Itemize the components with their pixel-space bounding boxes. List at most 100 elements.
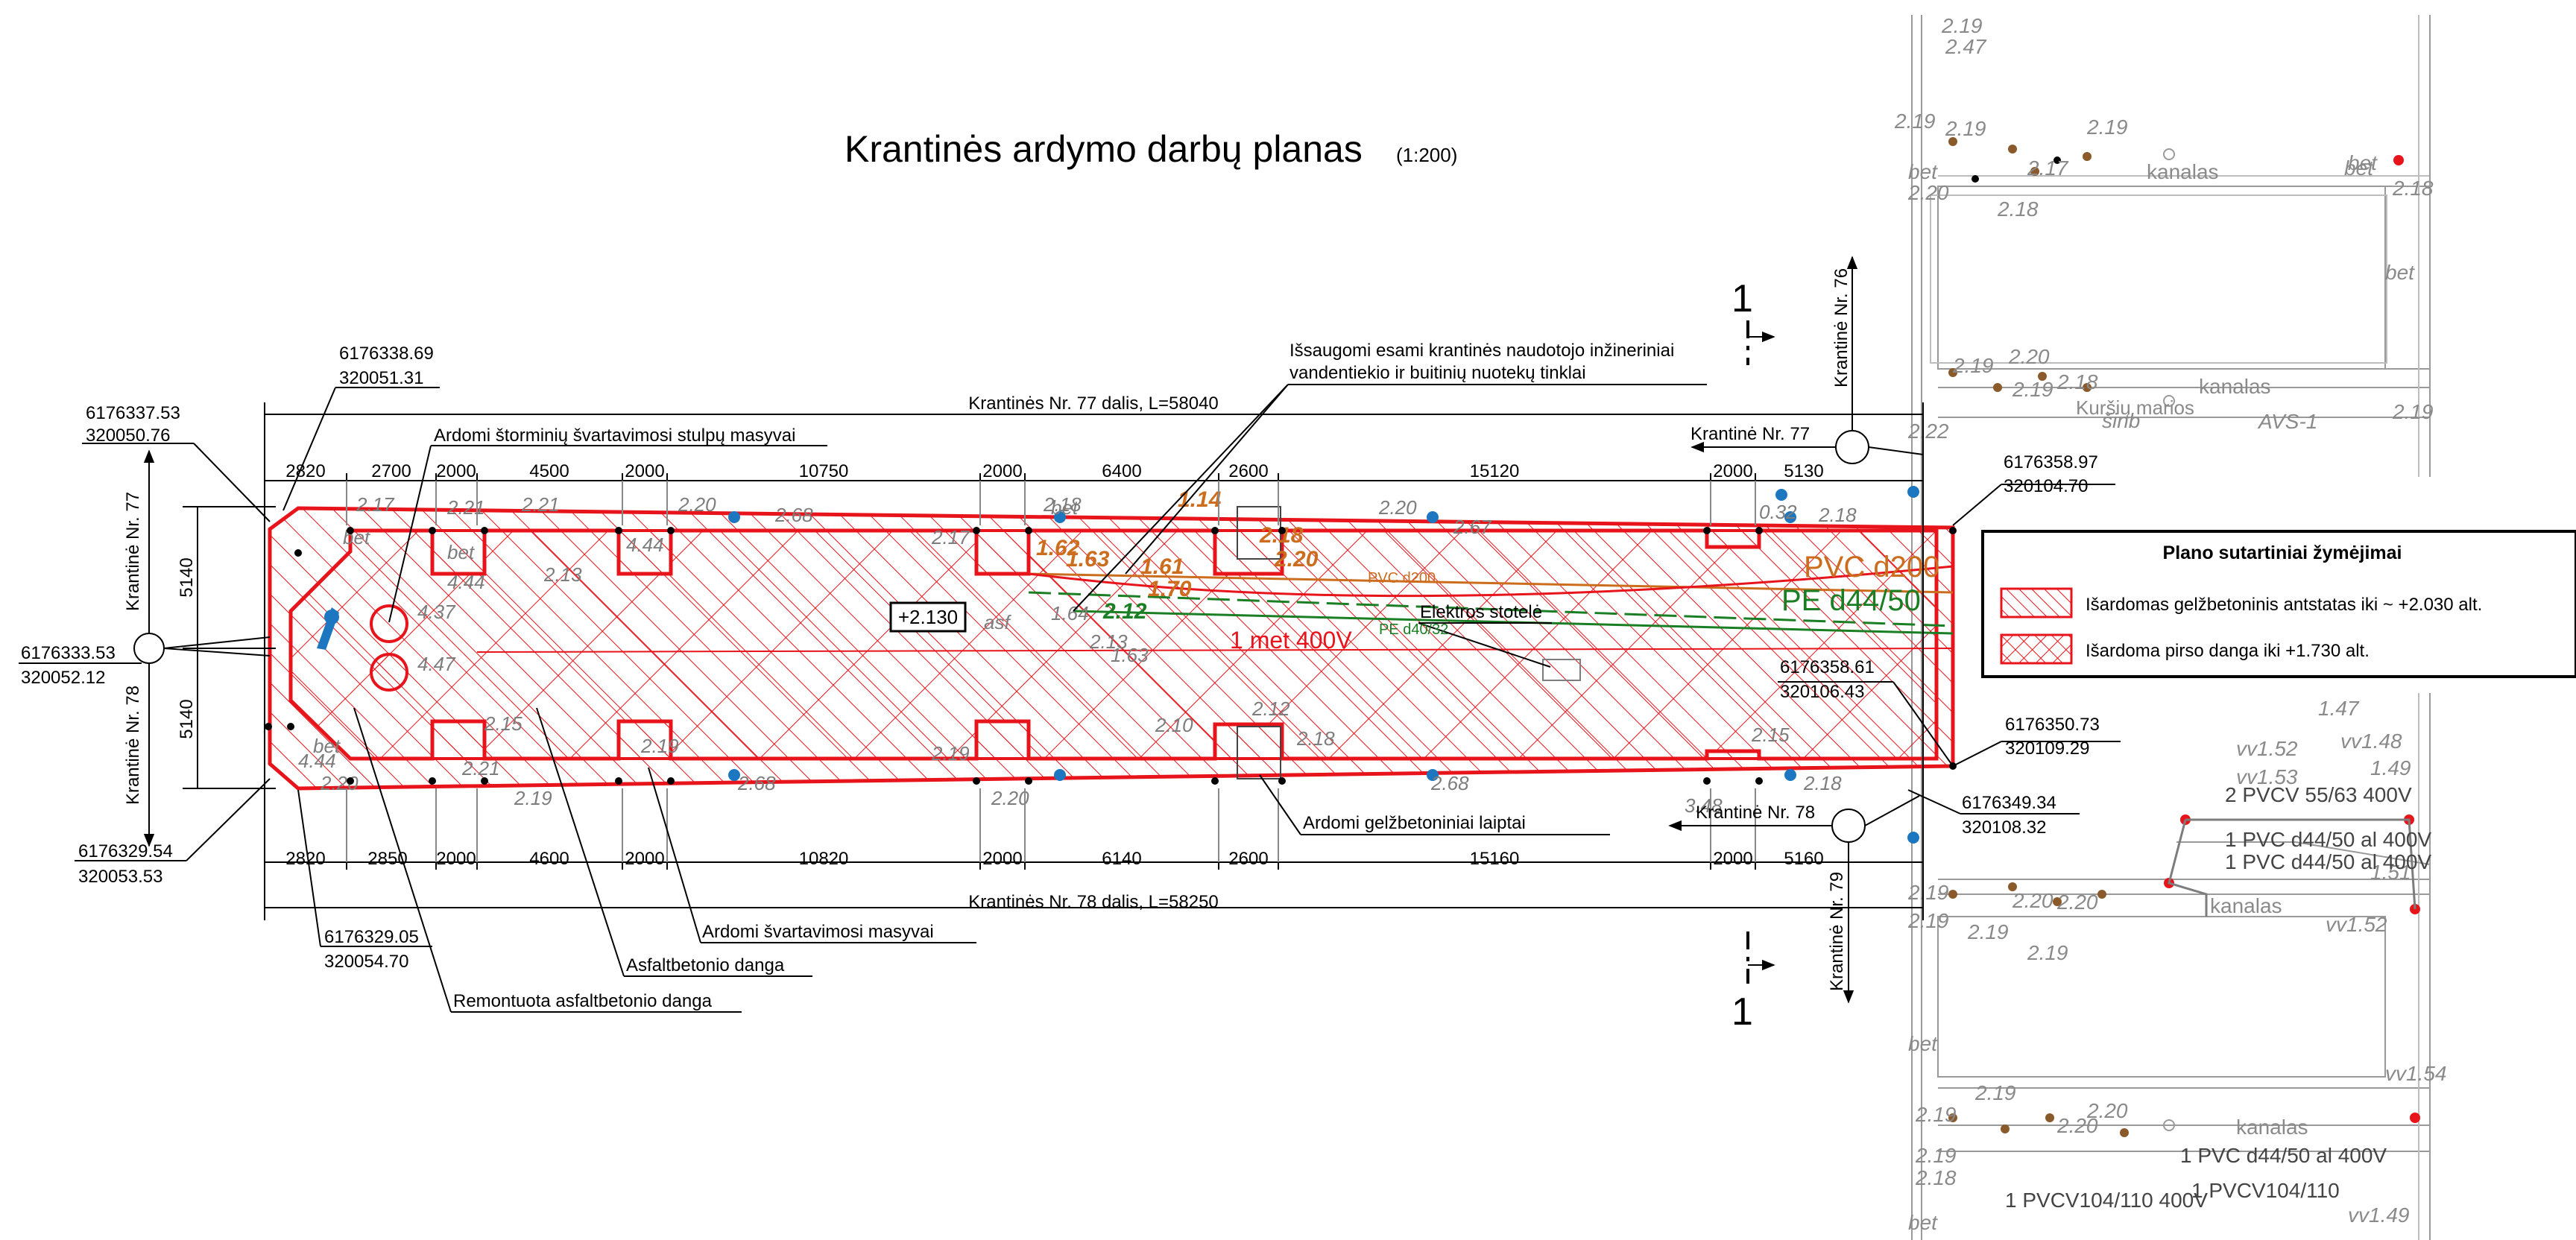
svg-text:1.64: 1.64 bbox=[1051, 602, 1089, 624]
svg-text:2.19: 2.19 bbox=[2027, 941, 2068, 964]
map-cable-lines bbox=[2168, 818, 2416, 917]
dimension-ticks bbox=[346, 473, 1756, 870]
plan-scale: (1:200) bbox=[1396, 144, 1457, 166]
pvc-big-label: PVC d200 bbox=[1804, 551, 1939, 583]
coord-3-y: 320052.12 bbox=[21, 668, 105, 688]
map-dots bbox=[1775, 137, 2420, 1137]
svg-text:2.22: 2.22 bbox=[1907, 420, 1949, 443]
top-dim-9: 2600 bbox=[1228, 461, 1268, 481]
top-dim-12: 5130 bbox=[1784, 461, 1823, 481]
svg-text:2.13: 2.13 bbox=[543, 563, 582, 586]
section-mark-top bbox=[1746, 320, 1775, 365]
top-dim-8: 6400 bbox=[1102, 461, 1141, 481]
surrounding-map bbox=[1911, 15, 2431, 1240]
avs-label: AVS-1 bbox=[2257, 410, 2317, 433]
right-quay-78-arrow-label: Krantinė Nr. 78 bbox=[1696, 803, 1815, 823]
svg-text:2.19: 2.19 bbox=[640, 735, 679, 757]
svg-text:vv1.53: vv1.53 bbox=[2236, 765, 2298, 788]
coord-4-x: 6176329.54 bbox=[78, 841, 173, 861]
canal-label-1: kanalas bbox=[2147, 160, 2219, 183]
svg-text:bet: bet bbox=[2385, 261, 2415, 284]
callout-stairs: Ardomi gelžbetoniniai laiptai bbox=[1303, 813, 1526, 833]
coord-3-x: 6176333.53 bbox=[21, 643, 116, 663]
right-quay-79-label: Krantinė Nr. 79 bbox=[1827, 872, 1847, 991]
callout-asphalt: Asfaltbetonio danga bbox=[626, 955, 785, 975]
svg-text:1.62: 1.62 bbox=[1036, 536, 1080, 560]
svg-text:2.20: 2.20 bbox=[2012, 889, 2053, 912]
svg-text:asf: asf bbox=[984, 611, 1011, 633]
svg-text:4.37: 4.37 bbox=[417, 601, 456, 623]
coord-2-y: 320050.76 bbox=[86, 426, 170, 446]
svg-text:2.18: 2.18 bbox=[2392, 177, 2434, 200]
right-quay-markers bbox=[1668, 256, 1924, 1004]
callout-bollard-masses: Ardomi štorminių švartavimosi stulpų mas… bbox=[434, 426, 795, 446]
coord-9-y: 320108.32 bbox=[1962, 817, 2046, 838]
svg-text:2.15: 2.15 bbox=[484, 712, 523, 735]
svg-text:vv1.49: vv1.49 bbox=[2348, 1203, 2410, 1227]
svg-text:vv1.52: vv1.52 bbox=[2236, 737, 2298, 760]
svg-text:2.19: 2.19 bbox=[1952, 354, 1994, 377]
top-dim-5: 2000 bbox=[625, 461, 664, 481]
pvc-small-label: PVC d200 bbox=[1368, 570, 1436, 586]
svg-text:2.17: 2.17 bbox=[356, 493, 395, 516]
svg-text:2.10: 2.10 bbox=[1155, 714, 1193, 736]
callout-electro-station: Elektros stotelė bbox=[1420, 602, 1542, 622]
bottom-dim-6: 10820 bbox=[799, 849, 849, 869]
svg-text:2.18: 2.18 bbox=[1818, 504, 1857, 526]
section-number-top: 1 bbox=[1731, 277, 1753, 320]
svg-text:1.47: 1.47 bbox=[2318, 697, 2360, 720]
svg-text:bet: bet bbox=[1908, 1211, 1938, 1234]
legend-title: Plano sutartiniai žymėjimai bbox=[2163, 542, 2402, 563]
coord-7-y: 320106.43 bbox=[1780, 682, 1864, 702]
bottom-dim-7: 2000 bbox=[982, 849, 1022, 869]
legend-item-1-label: Išardomas gelžbetoninis antstatas iki ~ … bbox=[2086, 595, 2482, 615]
map-text: 2.19 2.47 2.19 2.19 2.19 bet 2.17 2.18 2… bbox=[1894, 14, 2447, 1234]
svg-text:vv1.48: vv1.48 bbox=[2340, 730, 2402, 753]
cable-label-pvc-3: 1 PVC d44/50 al 400V bbox=[2180, 1144, 2387, 1167]
svg-text:2.20: 2.20 bbox=[991, 787, 1029, 809]
top-dim-1: 2820 bbox=[285, 461, 325, 481]
svg-text:2.18: 2.18 bbox=[2056, 370, 2098, 393]
canal-label-3: kanalas bbox=[2210, 894, 2282, 917]
svg-text:1.63: 1.63 bbox=[1066, 547, 1110, 572]
svg-text:2.20: 2.20 bbox=[1274, 547, 1319, 572]
coord-9-x: 6176349.34 bbox=[1962, 793, 2056, 813]
canal-label-4: kanalas bbox=[2236, 1116, 2308, 1139]
legend-swatch-pier-pavement bbox=[2000, 633, 2073, 665]
svg-text:4.44: 4.44 bbox=[447, 571, 485, 593]
svg-text:2.19: 2.19 bbox=[1967, 920, 2009, 943]
side-dim-1: 5140 bbox=[177, 557, 197, 597]
legend-item-2-label: Išardoma pirso danga iki +1.730 alt. bbox=[2086, 641, 2370, 661]
coord-4-y: 320053.53 bbox=[78, 867, 162, 887]
svg-text:šinb: šinb bbox=[2102, 409, 2140, 432]
pe-small-label: PE d40/32 bbox=[1379, 621, 1448, 638]
svg-text:2.20: 2.20 bbox=[678, 493, 716, 516]
bet-label: bet bbox=[2344, 156, 2374, 180]
svg-text:1.63: 1.63 bbox=[1111, 644, 1149, 666]
top-dim-7: 2000 bbox=[982, 461, 1022, 481]
svg-text:4.47: 4.47 bbox=[417, 653, 456, 675]
svg-text:2.21: 2.21 bbox=[446, 496, 485, 519]
coord-8-x: 6176350.73 bbox=[2005, 715, 2100, 735]
coord-2-x: 6176337.53 bbox=[86, 403, 180, 423]
svg-text:2.20: 2.20 bbox=[2056, 1114, 2098, 1137]
coord-6-x: 6176358.97 bbox=[2004, 452, 2098, 472]
svg-text:bet: bet bbox=[447, 541, 476, 563]
svg-text:2.19: 2.19 bbox=[2012, 378, 2053, 401]
top-dim-11: 2000 bbox=[1713, 461, 1752, 481]
svg-text:bet: bet bbox=[1908, 160, 1938, 183]
bottom-dim-9: 2600 bbox=[1228, 849, 1268, 869]
elevation-label: +2.130 bbox=[898, 606, 958, 628]
coord-5-x: 6176329.05 bbox=[324, 927, 419, 947]
svg-text:2.12: 2.12 bbox=[1251, 698, 1290, 720]
bottom-edge-label: Krantinės Nr. 78 dalis, L=58250 bbox=[968, 892, 1219, 912]
callout-mooring-masses: Ardomi švartavimosi masyvai bbox=[702, 922, 934, 942]
svg-text:1.61: 1.61 bbox=[1140, 554, 1184, 579]
left-quay-78-label: Krantinė Nr. 78 bbox=[123, 686, 143, 805]
svg-text:2.19: 2.19 bbox=[514, 787, 552, 809]
navigation-sign-icon bbox=[317, 607, 339, 650]
coord-6-y: 320104.70 bbox=[2004, 476, 2088, 496]
cable-label-pvc-1: 1 PVC d44/50 al 400V bbox=[2225, 828, 2431, 851]
svg-text:bet: bet bbox=[313, 735, 341, 757]
svg-text:2.68: 2.68 bbox=[774, 504, 813, 526]
